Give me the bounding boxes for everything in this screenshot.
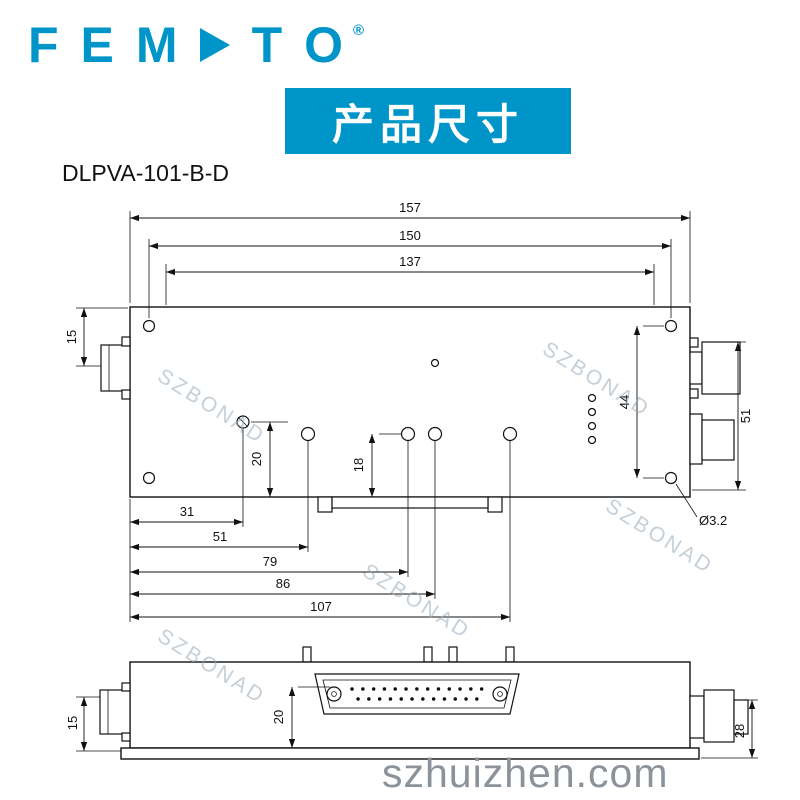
dim-label-15: 15 [64,330,79,344]
logo-letter: E [80,17,114,73]
dim-label-157: 157 [399,200,421,215]
dim-label-31: 31 [180,504,194,519]
title-banner: 产品尺寸 [285,88,571,154]
dim-label-51-bottom: 51 [213,529,227,544]
dim-label-107: 107 [310,599,332,614]
registered-mark: ® [353,22,365,39]
dim-44: 44 [617,325,664,479]
dim-20-side-view: 20 [271,686,330,748]
logo-letter: M [135,17,178,73]
dim-bottom-positions: 31 51 79 86 107 [129,429,511,622]
hole [300,426,316,442]
dim-label-18: 18 [351,458,366,472]
mounting-hole-top-right [664,319,678,333]
dim-28: 28 [701,699,758,759]
side-view: 20 15 28 [65,646,758,760]
bnc-connector-right-lower-top-view [689,413,735,465]
hole [400,426,416,442]
small-hole [430,358,440,368]
logo-letter: T [251,17,283,73]
dim-label-150: 150 [399,228,421,243]
dim-label-86: 86 [276,576,290,591]
dim-label-20-top: 20 [249,452,264,466]
hole [427,426,443,442]
model-number: DLPVA-101-B-D [62,160,230,186]
logo-letter: F [28,17,59,73]
dim-label-dia-3-2: Ø3.2 [699,513,727,528]
dim-15-top-view: 15 [64,307,128,367]
dim-18: 18 [351,433,401,497]
bnc-connector-right-side-view [689,689,749,743]
logo-letter: O [304,17,344,73]
dim-label-51-right: 51 [738,409,753,423]
db25-connector [314,673,520,715]
mounting-hole-top-left [142,319,156,333]
bnc-connector-right-upper-top-view [689,337,741,399]
top-view-body [129,306,691,498]
mounting-hole-bottom-left [142,471,156,485]
slotted-screw [236,415,250,429]
dim-label-44: 44 [617,395,632,409]
dim-label-15-side: 15 [65,716,80,730]
db-connector-top-view [317,496,503,513]
db25-screw-right [492,686,508,702]
bnc-connector-left-side-view [99,682,131,742]
bnc-connector-left-top-view [100,336,131,400]
base-plate [120,747,700,760]
footer-site-text: szhuizhen.com [382,750,669,796]
logo-triangle-icon [199,28,230,62]
dim-150: 150 [148,228,672,318]
db25-screw-left [326,686,342,702]
dim-157: 157 [129,200,691,303]
dim-20-top-view: 20 [249,421,288,497]
dim-corner-hole-dia: Ø3.2 [675,483,727,528]
top-pins [302,646,515,663]
mounting-hole-bottom-right [664,471,678,485]
dim-137: 137 [165,254,655,305]
dim-15-side-view: 15 [65,696,121,752]
page-title: 产品尺寸 [331,100,524,148]
led-hole-column [587,393,597,445]
top-view: 157 150 137 15 [64,200,753,622]
dim-label-79: 79 [263,554,277,569]
hole [502,426,518,442]
dim-label-28: 28 [732,724,747,738]
dim-label-137: 137 [399,254,421,269]
dim-label-20-side: 20 [271,710,286,724]
femto-logo: F E M T O ® [28,20,364,70]
dim-51-right: 51 [692,341,753,491]
